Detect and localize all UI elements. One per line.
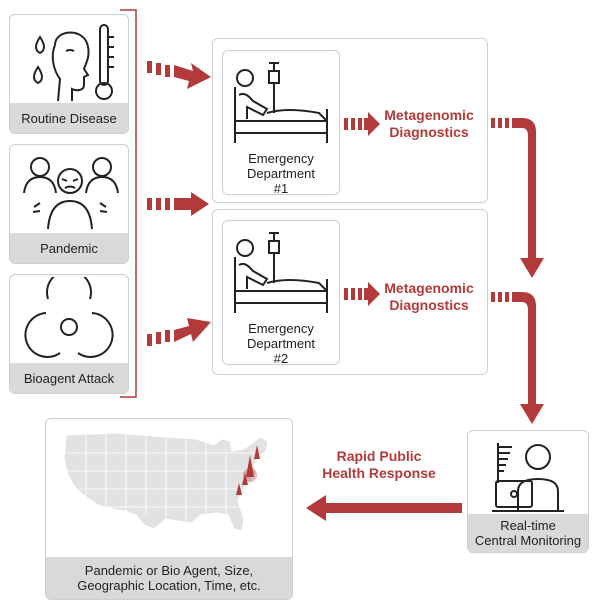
biohazard-icon bbox=[24, 277, 114, 358]
monitoring-card: Real-time Central Monitoring bbox=[467, 430, 589, 553]
map-card: Pandemic or Bio Agent, Size, Geographic … bbox=[45, 418, 293, 600]
map-label: Pandemic or Bio Agent, Size, Geographic … bbox=[46, 557, 292, 599]
response-label: Rapid Public Health Response bbox=[322, 448, 436, 481]
arrow-ed-to-diagnostics bbox=[344, 112, 380, 136]
ed-label: Emergency Department #1 bbox=[247, 151, 315, 196]
source-label: Bioagent Attack bbox=[10, 363, 128, 393]
source-card-bioagent-attack: Bioagent Attack bbox=[9, 274, 129, 394]
ed-card-2: Emergency Department #2 bbox=[222, 220, 340, 366]
usa-map-icon bbox=[63, 432, 269, 532]
diagnostics-label-2: Metagenomic Diagnostics bbox=[384, 280, 474, 313]
crowd-sick-person-icon bbox=[23, 157, 119, 230]
diagnostics-label-1: Metagenomic Diagnostics bbox=[384, 107, 474, 140]
ed-card-1: Emergency Department #1 bbox=[222, 50, 340, 196]
source-label: Routine Disease bbox=[10, 103, 128, 133]
source-card-pandemic: Pandemic bbox=[9, 144, 129, 264]
arrow-source-to-ed bbox=[147, 192, 209, 216]
hospital-bed-icon bbox=[234, 232, 328, 313]
ed-label: Emergency Department #2 bbox=[247, 321, 315, 366]
monitoring-label: Real-time Central Monitoring bbox=[468, 514, 588, 552]
person-laptop-icon bbox=[492, 443, 564, 512]
arrow-source-to-ed bbox=[147, 61, 211, 89]
arrow-source-to-ed bbox=[147, 318, 211, 346]
hospital-bed-icon bbox=[234, 62, 328, 143]
arrow-ed-to-diagnostics bbox=[344, 282, 380, 306]
source-card-routine-disease: Routine Disease bbox=[9, 14, 129, 134]
source-label: Pandemic bbox=[10, 233, 128, 263]
sick-person-thermometer-icon bbox=[33, 24, 114, 102]
